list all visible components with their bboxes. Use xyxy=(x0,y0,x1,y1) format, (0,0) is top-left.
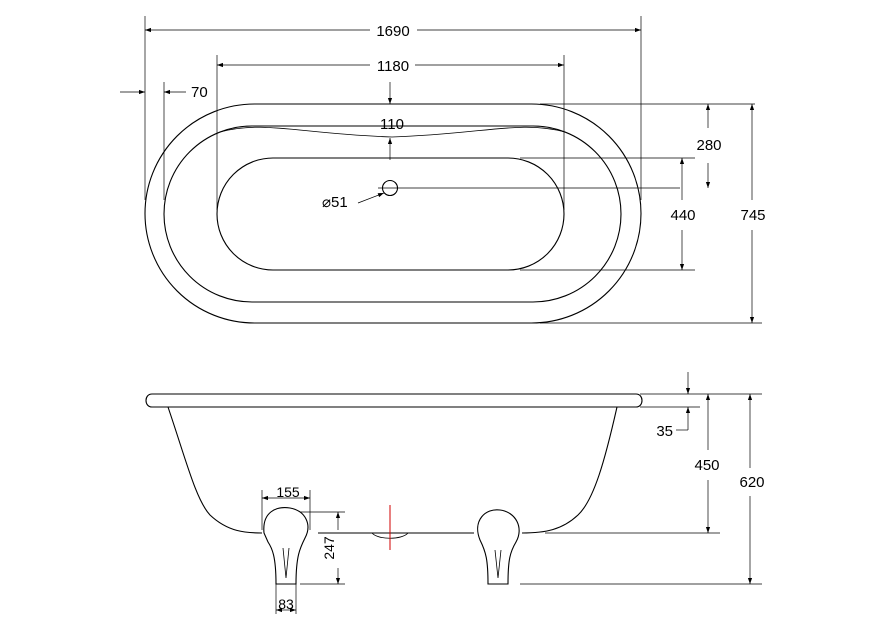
plan-view: 1690 1180 70 110 ⌀51 280 440 7 xyxy=(120,16,766,324)
dim-foot-height: 247 xyxy=(321,536,337,560)
dim-overall-width: 745 xyxy=(740,207,765,224)
side-body-right xyxy=(521,406,618,534)
dim-rim-thickness: 35 xyxy=(656,423,673,440)
dim-bath-depth: 450 xyxy=(694,457,719,474)
right-foot xyxy=(477,509,520,585)
dim-rim-offset: 70 xyxy=(191,84,208,101)
dim-rim-width: 280 xyxy=(696,137,721,154)
dim-rim-depth: 110 xyxy=(380,116,404,133)
dim-foot-base: 83 xyxy=(278,596,294,612)
plan-rim-curve xyxy=(219,126,566,138)
side-body xyxy=(167,406,263,534)
dim-waste-diameter: ⌀51 xyxy=(322,194,348,211)
dim-overall-height: 620 xyxy=(739,474,764,491)
dim-overall-length: 1690 xyxy=(376,23,409,40)
plan-outer-rim xyxy=(144,103,642,324)
dim-inner-width: 440 xyxy=(670,207,695,224)
side-view: 155 247 83 35 450 620 xyxy=(145,372,765,614)
plan-basin xyxy=(216,157,565,271)
side-rim xyxy=(145,393,643,408)
waste-leader xyxy=(357,192,385,204)
left-foot xyxy=(263,507,309,585)
plan-rim-inner-edge xyxy=(163,125,622,303)
dim-inner-length: 1180 xyxy=(377,58,409,75)
dim-foot-width: 155 xyxy=(276,484,300,500)
